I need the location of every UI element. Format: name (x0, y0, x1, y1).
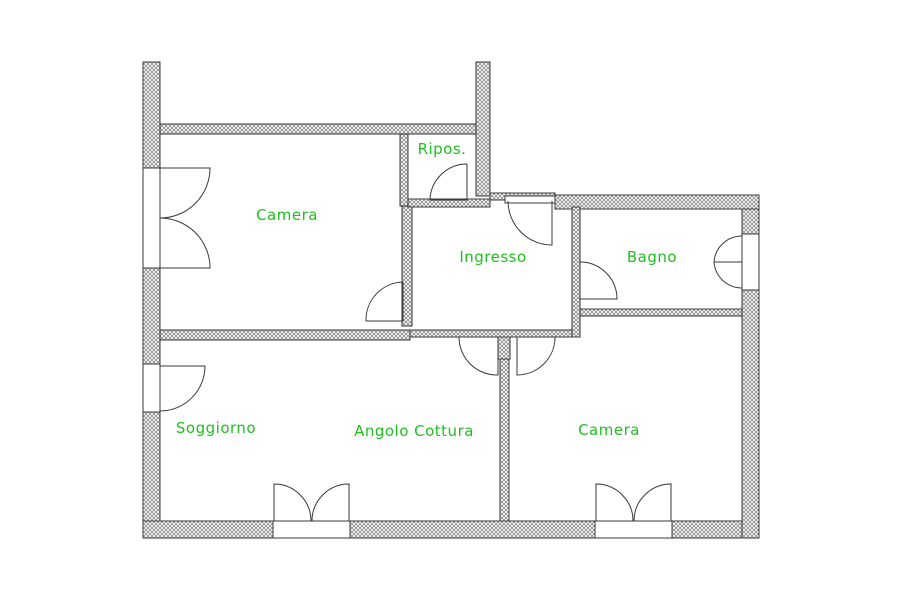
pillar (497, 336, 511, 360)
wall-entrance-bottom (409, 329, 581, 338)
door-swing-icon (159, 167, 211, 219)
wall-bath-bottom (579, 308, 743, 317)
wall-bedroom-entrance (401, 205, 413, 327)
door-swing-icon (713, 261, 743, 289)
gap-entrance-top (504, 195, 556, 204)
room-label-ingresso: Ingresso (459, 248, 526, 266)
door-swing-icon (579, 261, 618, 300)
wall-top-bathroom (554, 194, 760, 210)
door-swing-icon (633, 483, 672, 522)
room-label-camera-1: Camera (256, 206, 318, 224)
window-bathroom (741, 233, 760, 291)
room-label-ripostiglio: Ripos. (418, 140, 467, 158)
wall-top-right-stub (475, 61, 491, 197)
walls (142, 61, 760, 539)
door-swing-icon (273, 483, 312, 522)
room-label-angolo-cottura: Angolo Cottura (354, 422, 474, 440)
doors (159, 163, 743, 522)
door-swing-icon (311, 483, 350, 522)
door-swing-icon (429, 163, 468, 201)
wall-kitchen-bedroom (499, 336, 510, 522)
door-swing-icon (595, 483, 634, 522)
door-swing-icon (159, 365, 206, 412)
wall-entrance-bath (571, 206, 581, 338)
wall-bedroom-living (159, 329, 411, 341)
window-bottom-right (594, 520, 673, 539)
wall-left (142, 61, 161, 539)
wall-storage-bottom (407, 198, 491, 208)
room-labels: Camera Ripos. Ingresso Bagno Soggiorno A… (176, 140, 677, 440)
door-swing-icon (458, 336, 499, 376)
window-left-upper (142, 167, 161, 269)
room-label-soggiorno: Soggiorno (176, 419, 256, 437)
room-label-bagno: Bagno (627, 248, 677, 266)
window-left-lower (142, 363, 161, 413)
door-swing-icon (507, 200, 553, 246)
openings (142, 167, 760, 539)
door-swing-icon (713, 235, 743, 263)
door-swing-icon (516, 336, 556, 376)
wall-top-bedroom (159, 123, 491, 135)
room-label-camera-2: Camera (578, 421, 640, 439)
wall-bedroom-storage (399, 133, 409, 207)
door-swing-icon (159, 217, 211, 269)
window-bottom-left (272, 520, 351, 539)
door-swing-icon (365, 281, 404, 322)
